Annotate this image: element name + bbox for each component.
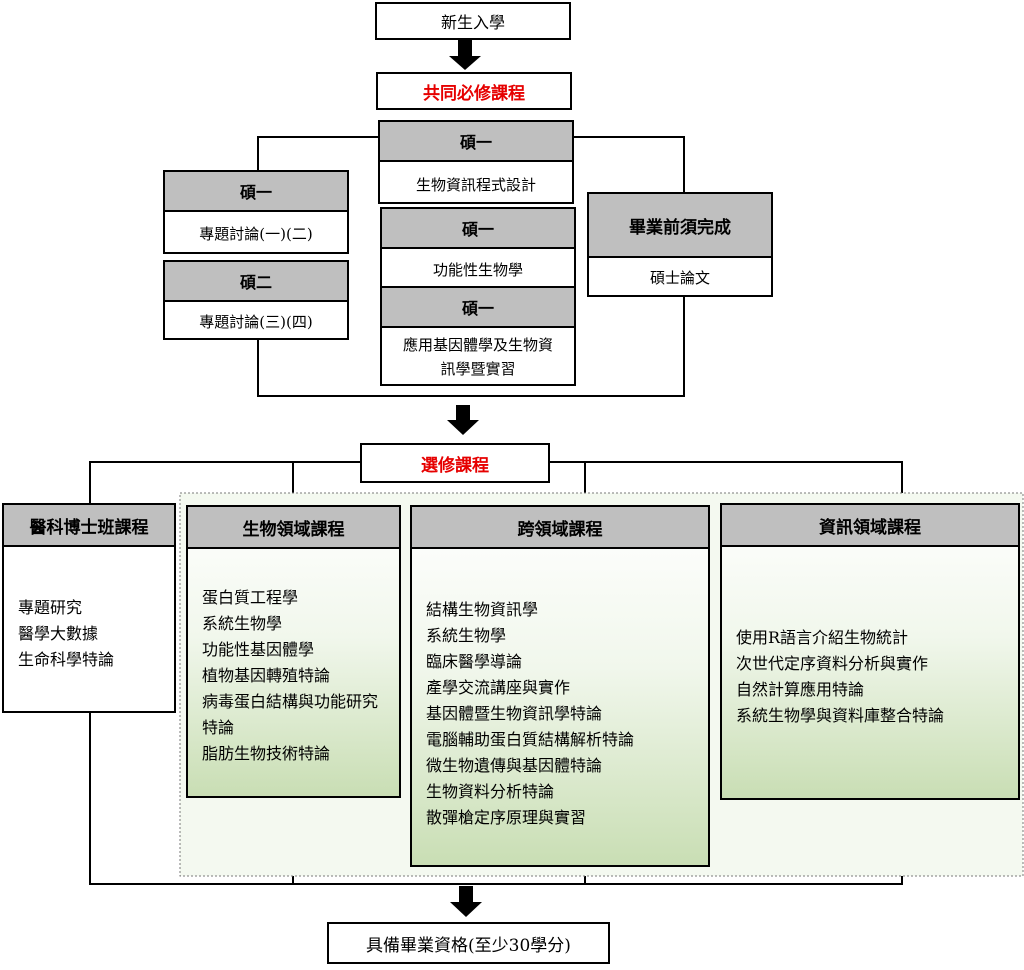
list-item: 系統生物學: [426, 626, 507, 645]
start-box: 新生入學: [375, 2, 571, 40]
list-item: 生物資料分析特論: [426, 782, 555, 801]
course-year: 碩一: [165, 172, 347, 212]
required-title: 共同必修課程: [423, 83, 525, 104]
list-item: 醫學大數據: [18, 624, 99, 643]
list-item: 次世代定序資料分析與實作: [736, 654, 929, 673]
arrow-shaft: [459, 886, 473, 902]
course-name: 專題討論(三)(四): [199, 312, 313, 331]
course-year: 碩一: [382, 209, 574, 249]
graduation-box: 具備畢業資格(至少30學分): [327, 922, 610, 964]
graduation-label: 具備畢業資格(至少30學分): [366, 935, 571, 956]
list-item: 使用R語言介紹生物統計: [736, 628, 909, 647]
connector: [550, 461, 903, 505]
course-year: 碩一: [380, 122, 572, 162]
arrow-shaft: [456, 405, 470, 420]
course-name: 功能性生物學: [432, 260, 523, 279]
arrow-head-icon: [447, 420, 479, 435]
group-list: 結構生物資訊學系統生物學臨床醫學導論產學交流講座與實作基因體暨生物資訊學特論電腦…: [412, 549, 708, 831]
elective-group-bio: 生物領域課程 蛋白質工程學系統生物學功能性基因體學植物基因轉殖特論病毒蛋白結構與…: [186, 505, 401, 798]
start-label: 新生入學: [440, 13, 505, 32]
course-name: 應用基因體學及生物資訊學暨實習: [402, 336, 553, 378]
required-title-box: 共同必修課程: [376, 72, 572, 110]
list-item: 生命科學特論: [18, 650, 115, 669]
list-item: 基因體暨生物資訊學特論: [426, 704, 603, 723]
list-item: 結構生物資訊學: [426, 600, 539, 619]
course-card: 碩一 專題討論(一)(二): [163, 170, 349, 254]
course-name: 專題討論(一)(二): [199, 224, 313, 243]
list-item: 產學交流講座與實作: [426, 678, 571, 697]
list-item: 植物基因轉殖特論: [202, 666, 331, 685]
list-item: 臨床醫學導論: [426, 652, 523, 671]
group-list: 專題研究醫學大數據生命科學特論: [4, 547, 174, 673]
connector: [89, 461, 360, 505]
arrow-shaft: [458, 39, 472, 56]
course-year: 碩二: [165, 262, 347, 302]
group-list: 蛋白質工程學系統生物學功能性基因體學植物基因轉殖特論病毒蛋白結構與功能研究特論脂…: [188, 549, 399, 767]
group-title: 生物領域課程: [188, 507, 399, 549]
elective-title: 選修課程: [421, 455, 489, 476]
course-year: 碩一: [382, 288, 574, 328]
thesis-name: 碩士論文: [649, 269, 710, 287]
connector: [257, 136, 378, 170]
list-item: 脂肪生物技術特論: [202, 744, 331, 763]
course-card: 碩一 功能性生物學: [380, 207, 576, 289]
arrow-head-icon: [450, 902, 482, 917]
list-item: 電腦輔助蛋白質結構解析特論: [426, 730, 635, 749]
group-title: 跨領域課程: [412, 507, 708, 549]
connector: [574, 136, 685, 192]
course-card: 碩二 專題討論(三)(四): [163, 260, 349, 340]
list-item: 專題研究: [18, 598, 83, 617]
thesis-card: 畢業前須完成 碩士論文: [587, 192, 773, 297]
course-card: 碩一 生物資訊程式設計: [378, 120, 574, 204]
list-item: 系統生物學: [202, 614, 283, 633]
group-list: 使用R語言介紹生物統計次世代定序資料分析與實作自然計算應用特論系統生物學與資料庫…: [722, 547, 1018, 729]
thesis-title: 畢業前須完成: [589, 194, 771, 258]
list-item: 系統生物學與資料庫整合特論: [736, 706, 945, 725]
elective-title-box: 選修課程: [360, 443, 550, 483]
elective-group-medical: 醫科博士班課程 專題研究醫學大數據生命科學特論: [2, 503, 176, 713]
list-item: 蛋白質工程學: [202, 588, 299, 607]
list-item: 微生物遺傳與基因體特論: [426, 756, 603, 775]
list-item: 功能性基因體學: [202, 640, 315, 659]
course-card: 碩一 應用基因體學及生物資訊學暨實習: [380, 286, 576, 386]
connector: [257, 296, 685, 397]
course-name: 生物資訊程式設計: [415, 175, 536, 194]
list-item: 病毒蛋白結構與功能研究特論: [202, 692, 379, 737]
arrow-head-icon: [449, 56, 481, 70]
list-item: 自然計算應用特論: [736, 680, 865, 699]
group-title: 資訊領域課程: [722, 505, 1018, 547]
elective-group-cross: 跨領域課程 結構生物資訊學系統生物學臨床醫學導論產學交流講座與實作基因體暨生物資…: [410, 505, 710, 867]
group-title: 醫科博士班課程: [4, 505, 174, 547]
elective-group-info: 資訊領域課程 使用R語言介紹生物統計次世代定序資料分析與實作自然計算應用特論系統…: [720, 503, 1020, 800]
list-item: 散彈槍定序原理與實習: [426, 808, 587, 827]
